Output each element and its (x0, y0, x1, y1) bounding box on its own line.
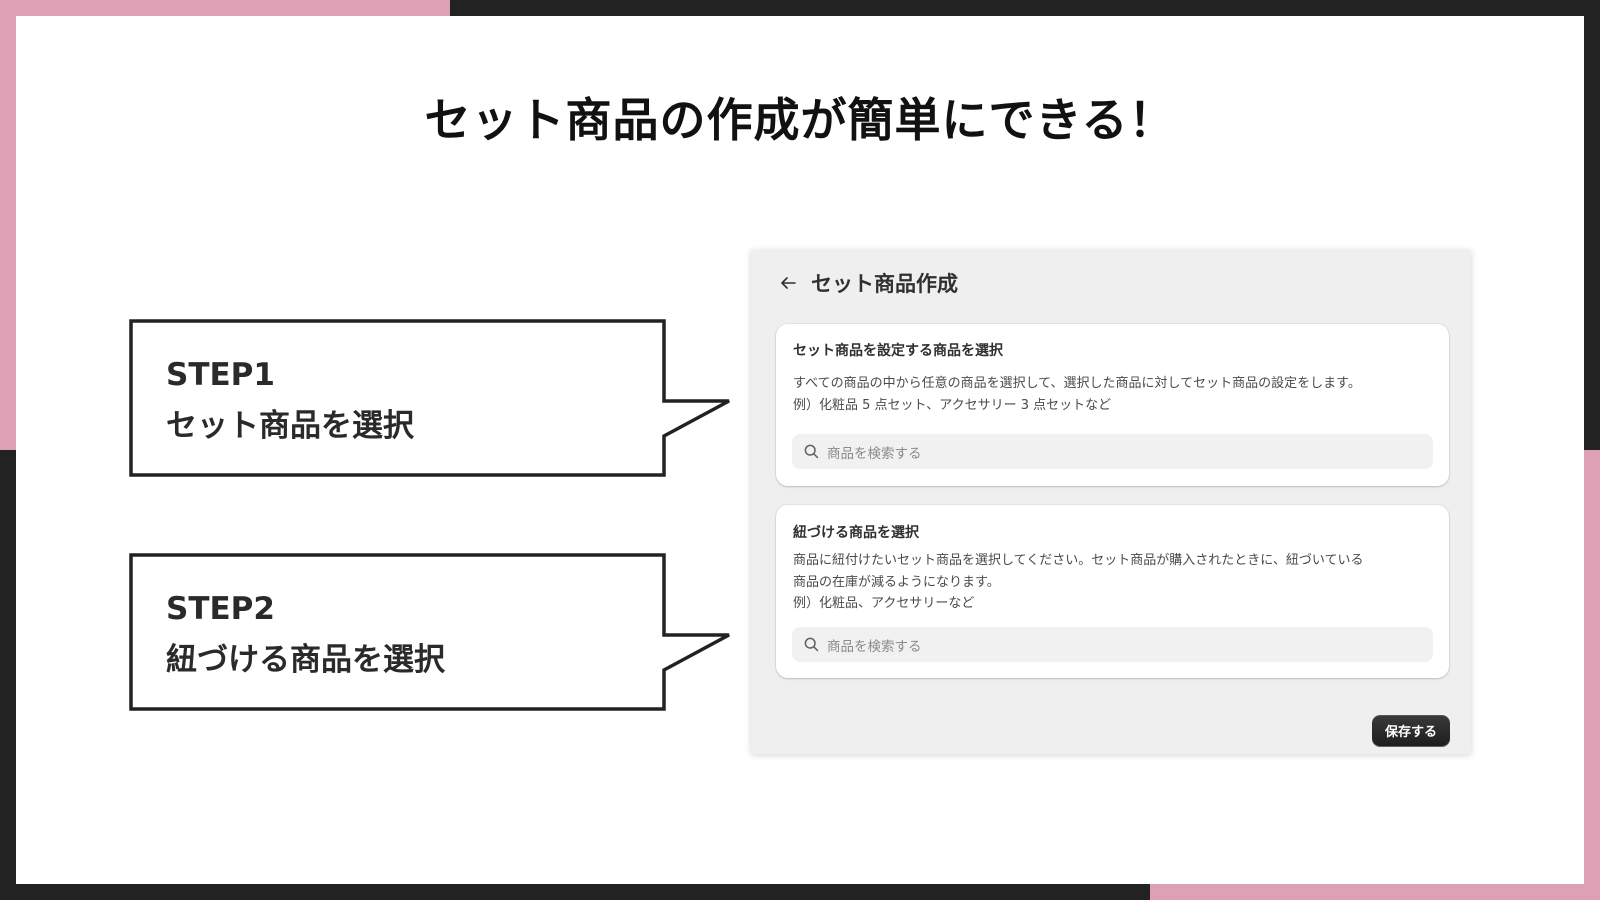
speech-bubble-shape (129, 553, 730, 711)
description-line: すべての商品の中から任意の商品を選択して、選択した商品に対してセット商品の設定を… (793, 376, 1361, 391)
card-description: すべての商品の中から任意の商品を選択して、選択した商品に対してセット商品の設定を… (793, 373, 1361, 416)
product-search-input[interactable]: 商品を検索する (792, 434, 1433, 469)
step2-text: STEP2 紐づける商品を選択 (166, 584, 445, 686)
description-line: 例）化粧品 5 点セット、アクセサリー 3 点セットなど (793, 397, 1112, 413)
search-placeholder: 商品を検索する (827, 445, 922, 462)
save-button[interactable]: 保存する (1372, 715, 1450, 746)
page-header: セット商品作成 (779, 268, 958, 298)
step1-label: セット商品を選択 (166, 408, 414, 444)
frame-left-pink (0, 0, 16, 450)
slide-title: セット商品の作成が簡単にできる！ (424, 93, 1176, 147)
card-title: セット商品を設定する商品を選択 (793, 343, 1003, 359)
search-placeholder: 商品を検索する (827, 638, 922, 655)
description-line: 例）化粧品、アクセサリーなど (793, 596, 975, 611)
product-search-input[interactable]: 商品を検索する (792, 627, 1433, 662)
frame-bottom-pink (1150, 884, 1600, 900)
page-title: セット商品作成 (811, 272, 958, 296)
frame-top-pink (0, 0, 450, 16)
speech-bubble-shape (129, 319, 730, 477)
app-panel: セット商品作成 セット商品を設定する商品を選択 すべての商品の中から任意の商品を… (751, 250, 1471, 754)
step2-label: 紐づける商品を選択 (166, 642, 445, 678)
card-description: 商品に紐付けたいセット商品を選択してください。セット商品が購入されたときに、紐づ… (793, 550, 1363, 615)
step2-callout: STEP2 紐づける商品を選択 (128, 552, 738, 712)
frame-right-pink (1584, 450, 1600, 900)
search-icon (804, 444, 820, 460)
step1-number: STEP1 (166, 357, 275, 393)
search-icon (804, 637, 820, 653)
arrow-left-icon[interactable] (779, 274, 797, 292)
step2-number: STEP2 (166, 591, 275, 627)
select-set-product-card: セット商品を設定する商品を選択 すべての商品の中から任意の商品を選択して、選択し… (776, 324, 1449, 486)
link-products-card: 紐づける商品を選択 商品に紐付けたいセット商品を選択してください。セット商品が購… (776, 505, 1449, 678)
description-line: 商品に紐付けたいセット商品を選択してください。セット商品が購入されたときに、紐づ… (793, 553, 1364, 568)
description-line: 商品の在庫が減るようになります。 (793, 574, 1000, 590)
card-title: 紐づける商品を選択 (793, 525, 919, 541)
step1-callout: STEP1 セット商品を選択 (128, 318, 738, 478)
step1-text: STEP1 セット商品を選択 (166, 350, 414, 452)
